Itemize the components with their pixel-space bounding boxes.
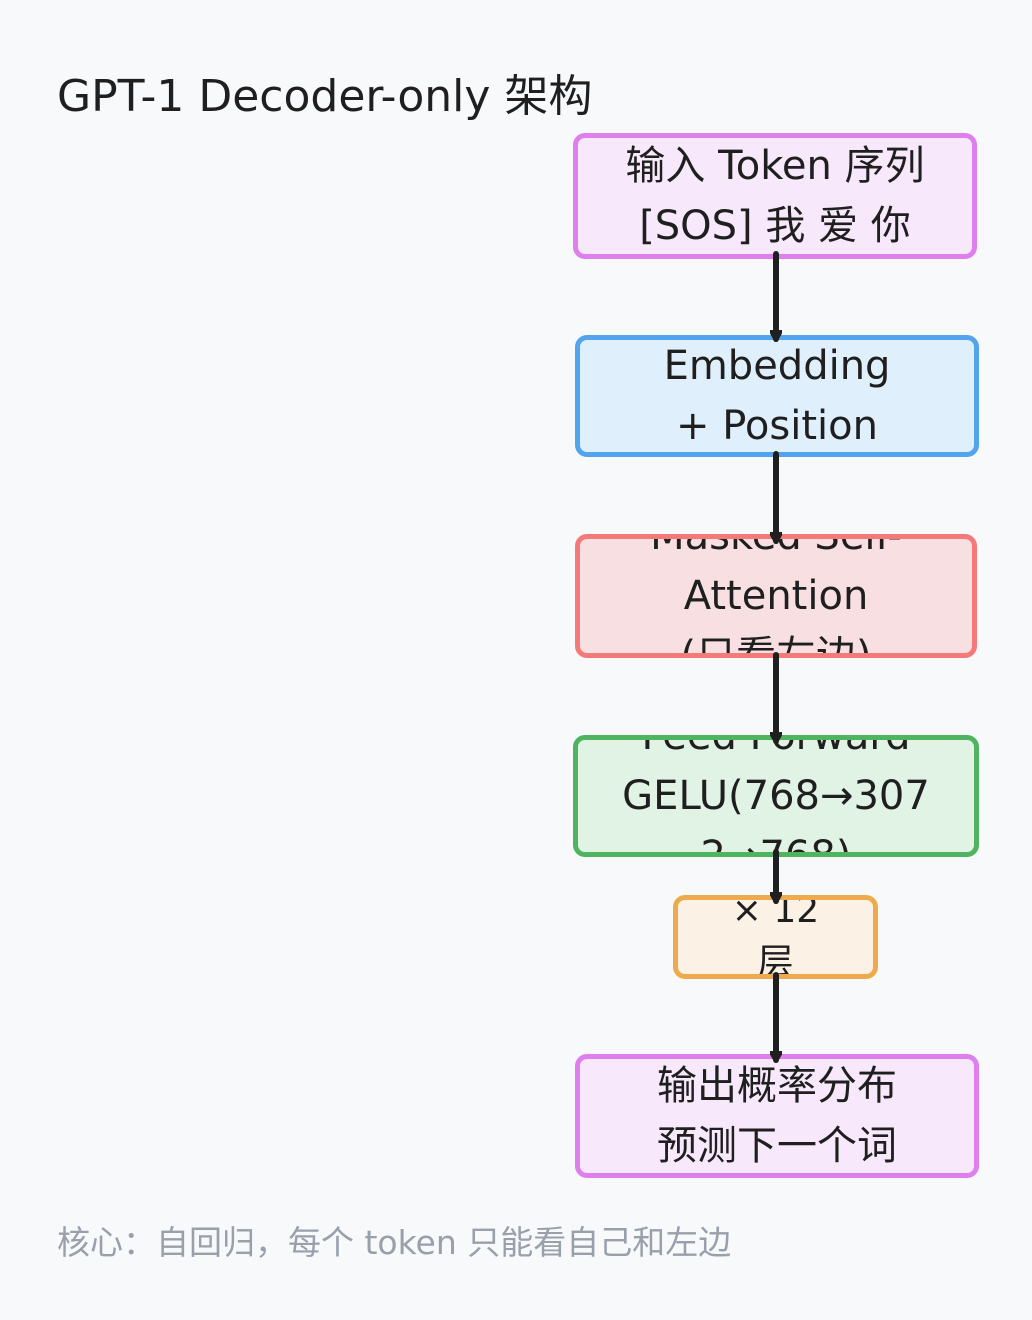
embedding-line-2: + Position [676, 403, 878, 449]
feed-forward-line-3: 2→768) [700, 833, 852, 857]
layer-count-line-1: × 12 [731, 895, 820, 931]
embedding-line-1: Embedding [663, 343, 891, 389]
masked-attention-node: Masked Self- Attention (只看左边) [575, 534, 977, 658]
masked-attention-line-2: Attention [683, 573, 869, 619]
input-tokens-line-1: 输入 Token 序列 [625, 143, 925, 189]
caption-note: 核心：自回归，每个 token 只能看自己和左边 [57, 1223, 732, 1262]
output-distribution-node: 输出概率分布 预测下一个词 [575, 1054, 979, 1178]
diagram-title: GPT-1 Decoder-only 架构 [57, 71, 593, 122]
feed-forward-node: Feed Forward GELU(768→307 2→768) [573, 735, 979, 857]
feed-forward-line-1: Feed Forward [641, 735, 911, 759]
input-tokens-line-2: [SOS] 我 爱 你 [639, 203, 911, 249]
masked-attention-line-3: (只看左边) [680, 633, 872, 658]
output-line-1: 输出概率分布 [657, 1063, 897, 1109]
layer-count-line-2: 层 [757, 942, 794, 979]
feed-forward-line-2: GELU(768→307 [622, 773, 930, 819]
output-line-2: 预测下一个词 [657, 1123, 897, 1169]
input-tokens-node: 输入 Token 序列 [SOS] 我 爱 你 [573, 133, 977, 259]
masked-attention-line-1: Masked Self- [650, 534, 902, 559]
